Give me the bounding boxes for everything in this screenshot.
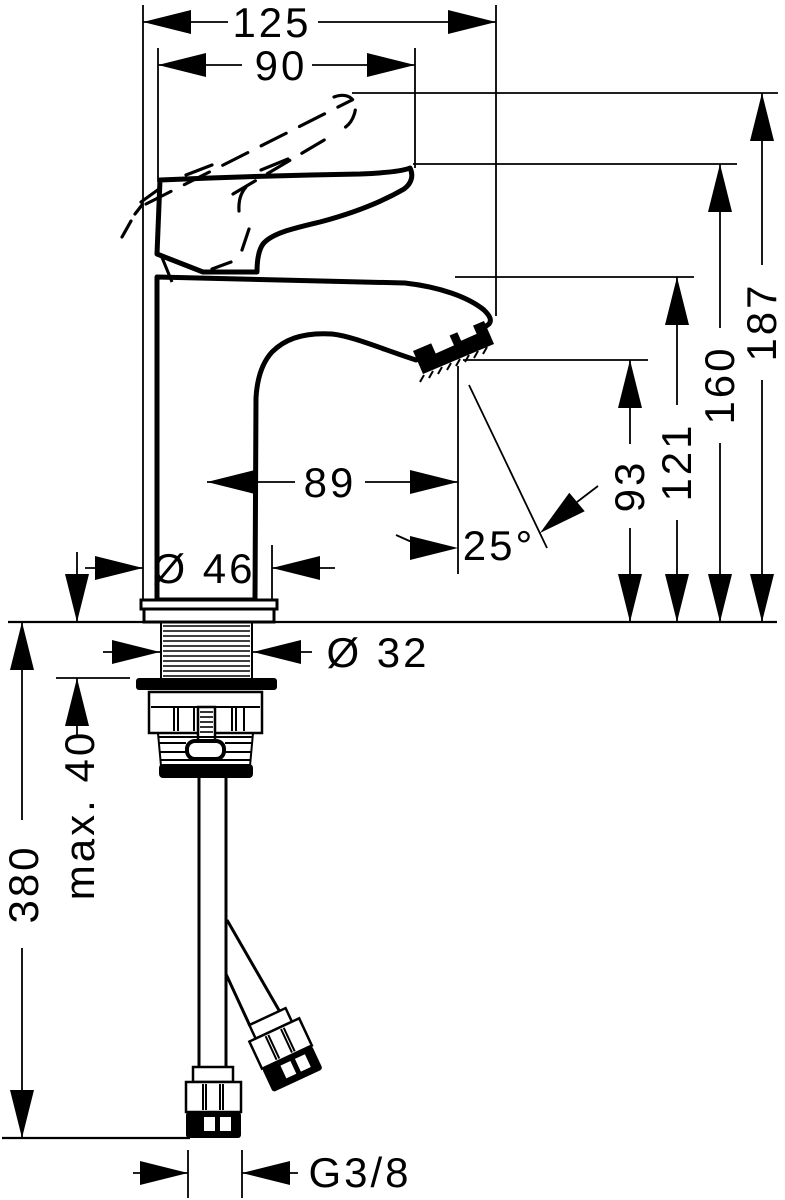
extension-lines xyxy=(2,5,778,1198)
dimension-121 xyxy=(665,277,689,622)
rod-wing xyxy=(185,739,226,761)
escutcheon xyxy=(139,598,279,624)
dim-93-label: 93 xyxy=(606,460,653,513)
dimension-dia-32 xyxy=(103,640,312,664)
dim-187-label: 187 xyxy=(738,282,785,361)
supply-hoses xyxy=(184,778,322,1138)
threaded-shank xyxy=(160,622,253,678)
dimension-93 xyxy=(618,360,642,622)
dim-160-label: 160 xyxy=(696,345,743,424)
dim-dia32-label: Ø 32 xyxy=(326,629,429,676)
dimension-187 xyxy=(750,93,774,622)
dim-dia46-label: Ø 46 xyxy=(152,545,255,592)
dim-g38-label: G3/8 xyxy=(308,1149,411,1196)
dimension-dia-46 xyxy=(85,556,335,580)
dim-125-label: 125 xyxy=(232,0,311,46)
dimension-g38 xyxy=(133,1161,298,1185)
handle-outline xyxy=(154,165,415,275)
mounting-hardware xyxy=(136,622,322,1138)
spout-outline xyxy=(154,274,493,603)
dimension-max-40 xyxy=(65,552,89,738)
dimension-125 xyxy=(143,10,496,34)
aerator xyxy=(413,321,494,383)
faucet-body xyxy=(139,165,494,624)
handle-raised-dashed xyxy=(120,93,357,271)
dimension-380 xyxy=(10,622,34,1138)
dim-25deg-label: 25° xyxy=(463,522,536,569)
dimension-90 xyxy=(158,53,415,77)
washer xyxy=(136,678,277,690)
dim-90-label: 90 xyxy=(255,42,308,89)
dim-89-label: 89 xyxy=(304,459,357,506)
dim-121-label: 121 xyxy=(653,422,700,501)
dimension-angle-25 xyxy=(395,384,599,560)
dim-380-label: 380 xyxy=(0,844,47,923)
dimension-160 xyxy=(708,164,732,622)
mounting-nut xyxy=(147,690,264,778)
hose-connector-vertical xyxy=(184,1065,243,1138)
hose-connector-diagonal xyxy=(247,1006,322,1092)
handle-pivot xyxy=(159,254,174,283)
aerator-hatching xyxy=(419,346,488,383)
dimension-89 xyxy=(207,470,458,494)
dim-max40-label: max. 40 xyxy=(56,730,103,900)
